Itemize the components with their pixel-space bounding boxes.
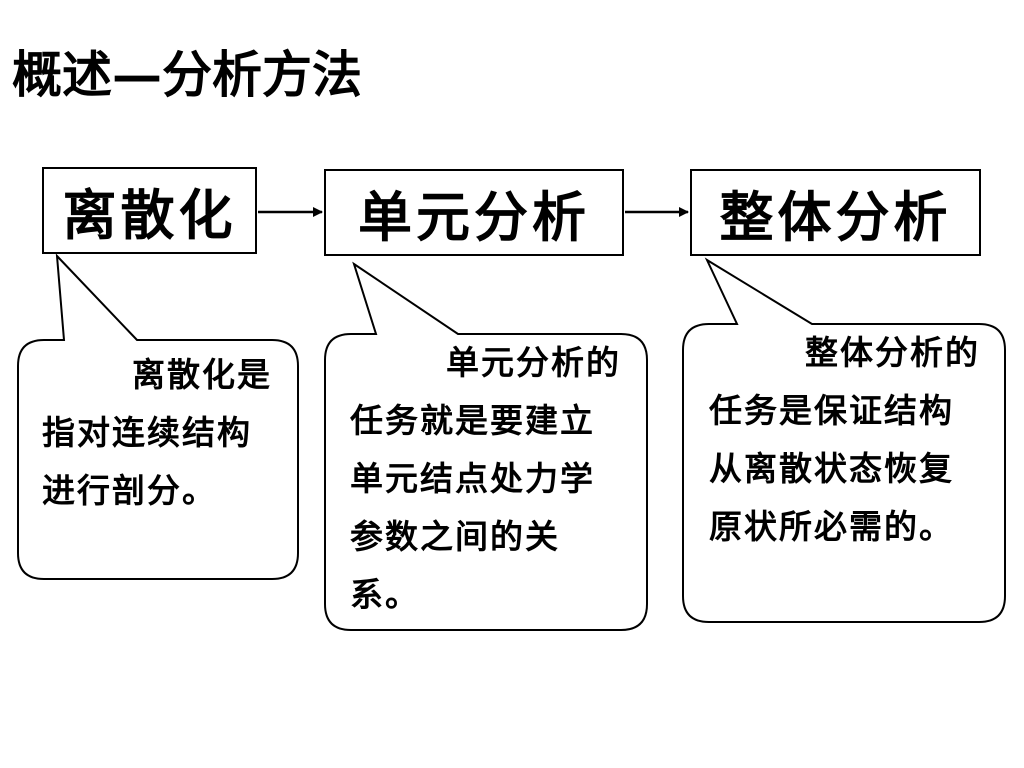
callout-bubble-2	[324, 261, 648, 631]
step-label-discretization: 离散化	[62, 183, 237, 247]
callout-bubble-3	[682, 257, 1006, 623]
step-label-element-analysis: 单元分析	[358, 185, 590, 249]
note-element-analysis: 单元分析的任务就是要建立单元结点处力学参数之间的关系。	[350, 334, 628, 624]
step-box-global-analysis: 整体分析	[690, 169, 981, 256]
step-box-discretization: 离散化	[42, 167, 257, 254]
note-global-analysis: 整体分析的任务是保证结构从离散状态恢复原状所必需的。	[709, 324, 987, 556]
callout-bubble-1	[17, 253, 299, 580]
note-discretization: 离散化是指对连续结构进行剖分。	[42, 346, 276, 520]
note-text-element-analysis: 单元分析的任务就是要建立单元结点处力学参数之间的关系。	[350, 343, 621, 614]
page-title: 概述—分析方法	[12, 45, 362, 104]
note-text-discretization: 离散化是指对连续结构进行剖分。	[42, 355, 272, 510]
step-box-element-analysis: 单元分析	[324, 169, 624, 256]
step-label-global-analysis: 整体分析	[719, 185, 952, 249]
note-text-global-analysis: 整体分析的任务是保证结构从离散状态恢复原状所必需的。	[709, 333, 980, 546]
